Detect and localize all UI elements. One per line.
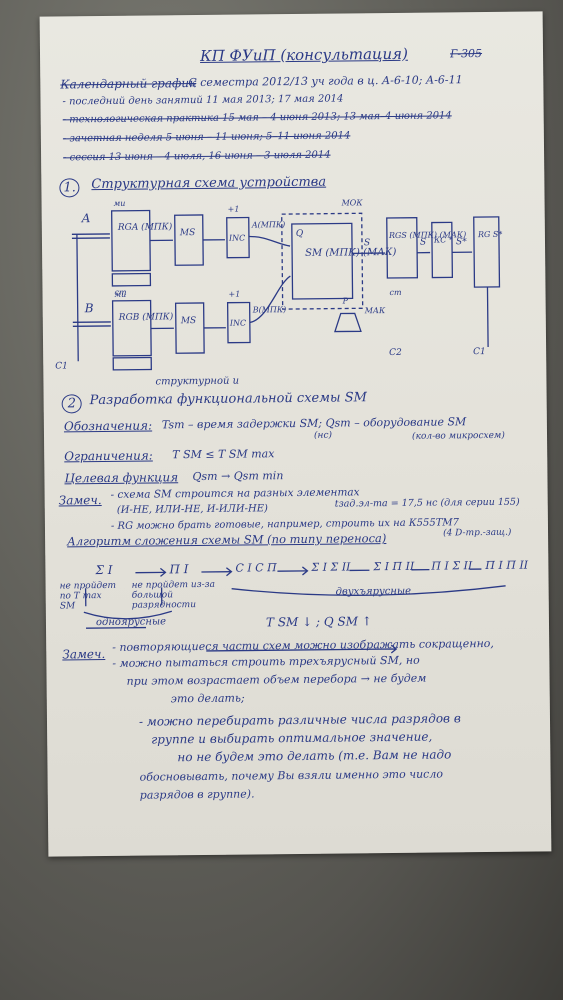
svg-text:КС *: КС * [433,235,453,244]
svg-text:C1: C1 [473,347,486,357]
svg-text:Q: Q [296,229,304,239]
rgb-label: RGB (МПК) [118,311,174,323]
svg-text:ст: ст [389,288,402,297]
svg-text:ст: ст [114,288,127,297]
svg-text:S*: S* [456,237,467,247]
svg-text:МАК: МАК [364,306,386,315]
svg-text:ми: ми [114,199,126,208]
flow-double-tier: двухъярусные [335,585,412,598]
flow-step-2: П I [169,562,189,577]
handwritten-sheet: КП ФУиП (консультация) Г-305 Календарный… [39,11,552,857]
sm-label: SM (МПК) (МАК) [305,247,397,259]
rga-label: RGA (МПК) [117,221,173,233]
svg-text:+1: +1 [228,290,240,299]
svg-text:A(МПК): A(МПК) [251,220,285,229]
svg-text:+1: +1 [228,205,240,214]
flow-note-left: не пройдет по T max SM [59,580,117,612]
flow-diagram [83,566,506,654]
svg-text:C2: C2 [389,348,402,358]
flow-note-middle: не пройдет из-за большой разрядности [131,579,215,611]
rga-box [110,209,151,272]
rgs-box [386,217,419,279]
remarks-2-line-3c: но не будем это делать (т.е. Вам не надо [177,747,452,765]
sm-box [291,222,354,300]
structural-diagram: RGA (МПК) ми ст RGB (МПК) ми MS MS INC +… [55,198,503,371]
kc-box [431,221,454,279]
svg-text:B: B [84,301,94,315]
flow-step-5: Σ I П II [373,559,415,574]
svg-text:INC: INC [229,319,246,328]
svg-text:ми: ми [114,290,126,299]
remarks-2-line-2b: при этом возрастает объем перебора → не … [126,671,427,688]
remarks-2-line-2: - можно пытаться строить трехъярусный SM… [112,653,420,670]
remarks-2-line-3b: группе и выбирать оптимальное значение, [151,729,433,747]
svg-text:МОК: МОК [341,198,364,207]
flow-step-4: Σ I Σ II [311,560,351,574]
svg-text:MS: MS [180,316,196,326]
remarks-2-label: Замеч. [62,647,106,662]
svg-text:RGS (МПК) (МАК): RGS (МПК) (МАК) [388,230,466,240]
svg-text:INC: INC [228,234,245,243]
remarks-2-line-3d: обосновывать, почему Вы взяли именно это… [139,767,443,784]
flow-single-tier: одноярусные [95,616,167,629]
remarks-2-line-3: - можно перебирать различные числа разря… [138,711,461,729]
remarks-2-line-3e: разрядов в группе). [139,787,255,802]
svg-text:RG S*: RG S* [477,230,503,239]
flow-step-7: П I П II [485,558,529,573]
remarks-2-line-2c: это делать; [170,691,245,706]
svg-text:A: A [81,211,91,225]
svg-text:C1: C1 [55,361,68,371]
svg-text:P: P [342,296,349,305]
svg-text:B(МПК): B(МПК) [252,305,287,314]
svg-text:MS: MS [179,228,195,238]
svg-text:S: S [420,238,426,248]
svg-text:S: S [364,238,370,248]
flow-step-1: Σ I [95,562,113,578]
flow-step-3: С I С П [235,561,277,575]
flow-arrow-label: T SM ↓ ; Q SM ↑ [265,614,372,630]
flow-step-6: П I Σ II [431,559,473,573]
inc-top-box [226,216,250,259]
